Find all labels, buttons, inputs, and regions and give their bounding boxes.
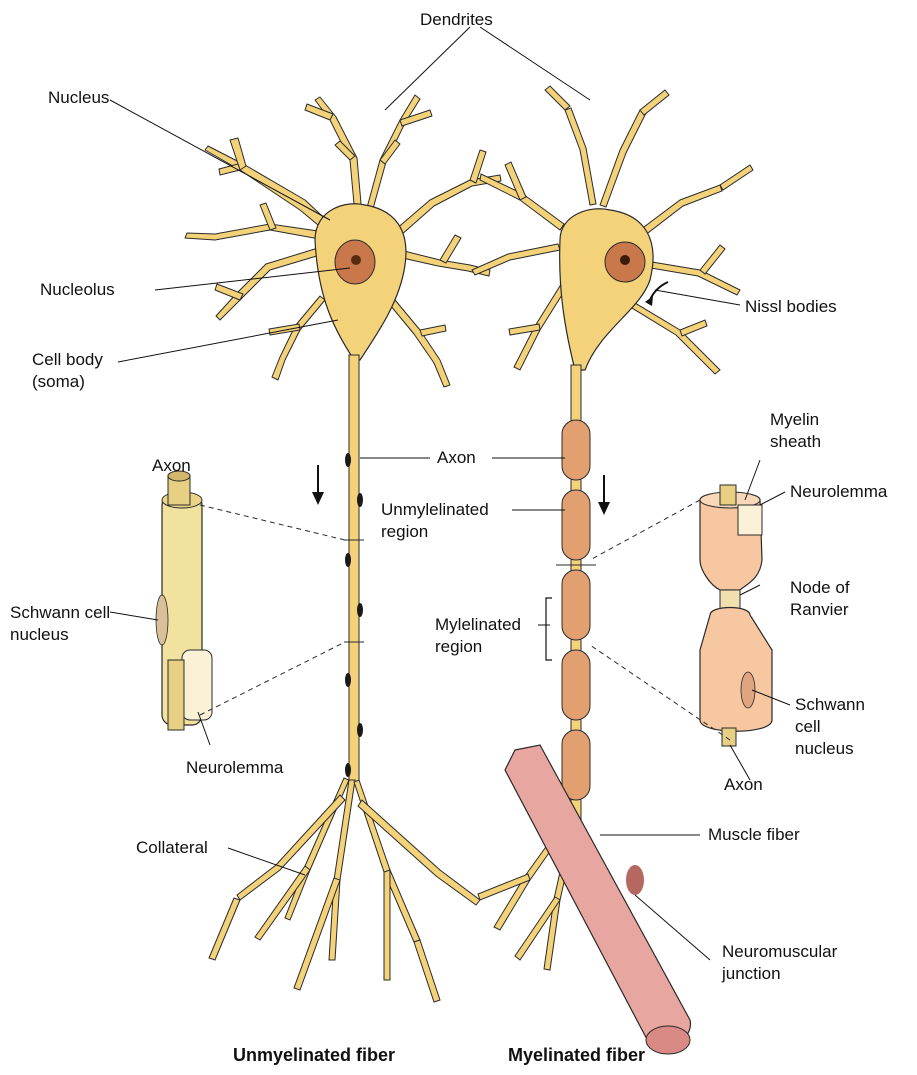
label-axon-center: Axon bbox=[437, 448, 476, 468]
down-arrow-left bbox=[312, 465, 324, 505]
leader-lines bbox=[110, 27, 790, 960]
label-unmyelinated-region-2: region bbox=[381, 522, 428, 542]
label-node-of-ranvier: Node of bbox=[790, 578, 850, 598]
label-nucleus: Nucleus bbox=[48, 88, 109, 108]
right-nucleolus bbox=[620, 255, 630, 265]
label-schwann-right-3: nucleus bbox=[795, 739, 854, 759]
label-schwann-right: Schwann bbox=[795, 695, 865, 715]
right-inset bbox=[700, 485, 772, 746]
left-inset bbox=[156, 471, 212, 730]
label-soma: (soma) bbox=[32, 372, 85, 392]
label-neurolemma-right: Neurolemma bbox=[790, 482, 887, 502]
label-cell-body: Cell body bbox=[32, 350, 103, 370]
right-cell-body bbox=[560, 209, 653, 370]
left-axon-terminals bbox=[209, 778, 480, 1002]
caption-unmyelinated-fiber: Unmyelinated fiber bbox=[233, 1045, 395, 1066]
label-schwann-right-2: cell bbox=[795, 717, 821, 737]
label-unmyelinated-region: Unmylelinated bbox=[381, 500, 489, 520]
label-schwann-left: Schwann cell bbox=[10, 603, 110, 623]
down-arrow-right bbox=[598, 475, 610, 515]
myelin-segments bbox=[562, 420, 590, 800]
label-muscle-fiber: Muscle fiber bbox=[708, 825, 800, 845]
label-myelin-sheath-2: sheath bbox=[770, 432, 821, 452]
label-nucleolus: Nucleolus bbox=[40, 280, 115, 300]
mylelinated-bracket bbox=[546, 598, 552, 660]
label-nissl-bodies: Nissl bodies bbox=[745, 297, 837, 317]
caption-myelinated-fiber: Myelinated fiber bbox=[508, 1045, 645, 1066]
label-schwann-left-2: nucleus bbox=[10, 625, 69, 645]
nmj-plate bbox=[626, 865, 644, 895]
label-neuromuscular-junction-2: junction bbox=[722, 964, 781, 984]
muscle-fiber bbox=[505, 745, 690, 1050]
label-node-of-ranvier-2: Ranvier bbox=[790, 600, 849, 620]
label-collateral: Collateral bbox=[136, 838, 208, 858]
label-axon-right-inset: Axon bbox=[724, 775, 763, 795]
label-mylelinated-region-2: region bbox=[435, 637, 482, 657]
label-mylelinated-region: Mylelinated bbox=[435, 615, 521, 635]
label-neurolemma-left: Neurolemma bbox=[186, 758, 283, 778]
label-dendrites: Dendrites bbox=[420, 10, 493, 30]
label-neuromuscular-junction: Neuromuscular bbox=[722, 942, 837, 962]
left-axon bbox=[349, 355, 359, 785]
label-axon-left-inset: Axon bbox=[152, 456, 191, 476]
label-myelin-sheath: Myelin bbox=[770, 410, 819, 430]
left-nucleolus bbox=[351, 255, 361, 265]
